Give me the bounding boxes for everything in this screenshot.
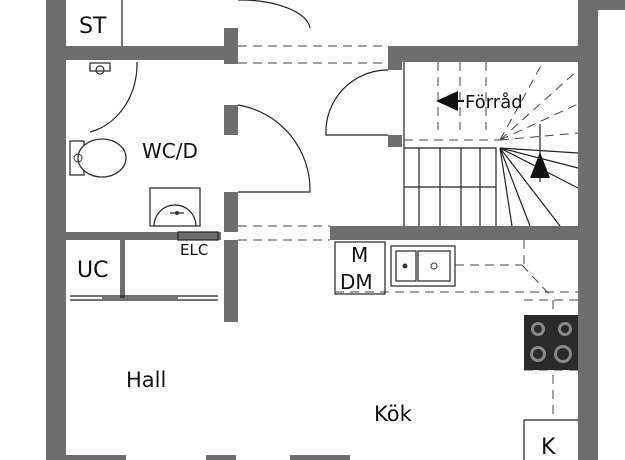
toilet-icon [69,138,127,178]
stair-up-arrow-icon [530,152,550,178]
label-fridge: K [541,435,556,460]
label-hall: Hall [126,368,166,392]
label-storage-room: Förråd [465,92,523,113]
electrical-panel [177,231,219,241]
label-kitchen: Kök [374,402,413,426]
label-dishwasher: DM [340,270,373,294]
kitchen-fixtures [334,241,578,370]
arrow-left-icon [436,91,458,111]
walls [46,0,625,460]
label-microwave: M [351,243,368,267]
partitions [70,0,578,460]
storage-room-marker [436,91,464,111]
kitchen-sink-icon [390,245,456,287]
staircase[interactable] [403,61,579,227]
label-bathroom: WC/D [142,139,198,163]
label-electrical: ELC [180,241,208,259]
bathroom-fixtures [69,62,219,241]
doors [89,0,389,193]
label-utility: UC [77,258,108,283]
sink-icon [149,187,201,227]
stove-icon [524,315,578,370]
label-storage-closet: ST [79,14,107,39]
shower-icon [89,62,111,75]
